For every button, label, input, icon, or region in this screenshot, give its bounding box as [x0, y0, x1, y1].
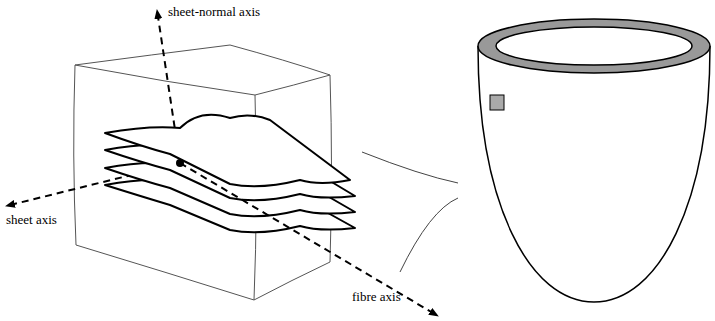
axis-label: sheet-normal axis	[168, 5, 260, 19]
axis-label: fibre axis	[352, 290, 401, 304]
zoom-lines	[362, 152, 458, 272]
axis-label: sheet axis	[6, 213, 57, 227]
tissue-sample	[490, 95, 504, 110]
ventricle-cup	[478, 19, 710, 302]
myocyte-sheets	[105, 115, 355, 233]
fibre-axis	[180, 163, 438, 316]
